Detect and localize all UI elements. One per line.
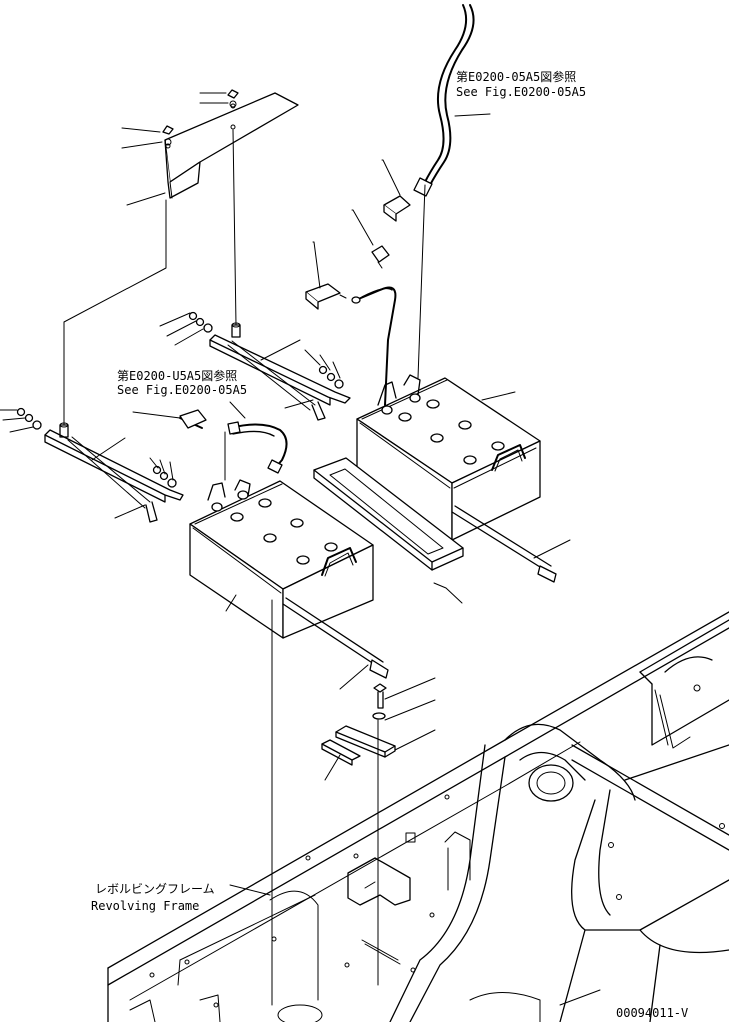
reference-upper-jp: 第E0200-05A5図参照 xyxy=(456,69,576,84)
battery-mat xyxy=(313,457,464,571)
reference-middle: 第E0200-U5A5図参照 See Fig.E0200-05A5 xyxy=(117,368,247,397)
battery-cover-bracket xyxy=(162,89,299,199)
reference-middle-en: See Fig.E0200-05A5 xyxy=(117,383,247,397)
revolving-frame xyxy=(107,611,729,1022)
battery-hold-down-upper xyxy=(209,322,351,421)
battery-cables xyxy=(179,4,557,679)
frame-label-jp: レボルビングフレーム xyxy=(95,882,215,896)
frame-label: レボルビングフレーム Revolving Frame xyxy=(91,882,215,913)
reference-upper: 第E0200-05A5図参照 See Fig.E0200-05A5 xyxy=(456,69,586,99)
battery-left xyxy=(189,479,374,639)
bolt-and-clips xyxy=(321,683,396,766)
frame-label-en: Revolving Frame xyxy=(91,899,199,913)
drawing-number: 00094011-V xyxy=(616,1006,688,1020)
reference-upper-en: See Fig.E0200-05A5 xyxy=(456,85,586,99)
reference-middle-jp: 第E0200-U5A5図参照 xyxy=(117,368,237,383)
leader-lines xyxy=(0,92,571,896)
battery-hold-down-lower xyxy=(44,422,184,523)
center-lines xyxy=(63,129,426,1006)
nuts-washers xyxy=(16,311,344,488)
